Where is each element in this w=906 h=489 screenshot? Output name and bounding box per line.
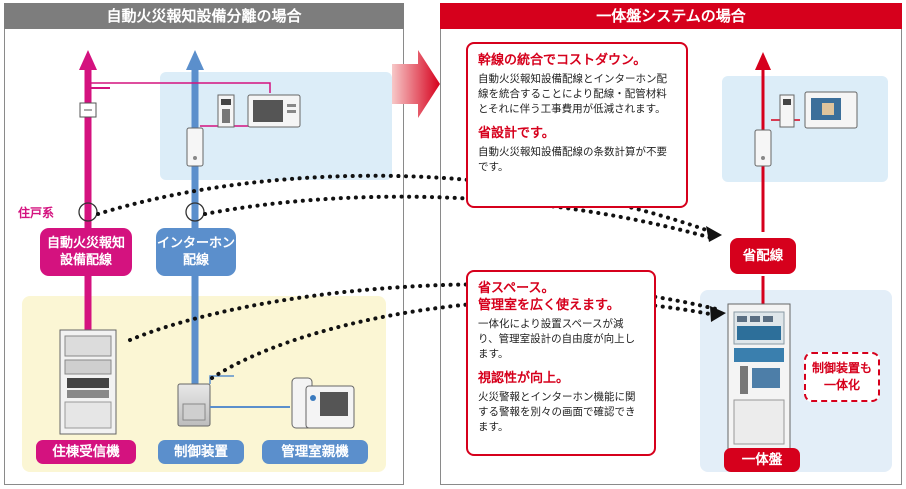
benefit-heading-space: 省スペース。 管理室を広く使えます。 — [478, 281, 620, 313]
fire-alarm-line — [79, 50, 110, 330]
integrated-panel-icon — [727, 303, 791, 451]
intercom-crossing-marker — [185, 202, 205, 222]
benefit-text-space: 一体化により設置スペースが減り、管理室設計の自由度が向上します。 — [478, 318, 636, 360]
control-unit-integrated-note: 制御装置も 一体化 — [804, 352, 880, 402]
fire-alarm-wiring-label: 自動火災報知 設備配線 — [40, 228, 132, 276]
intercom-wiring-label: インターホン 配線 — [156, 228, 236, 276]
benefit-heading-design: 省設計です。 — [478, 126, 555, 141]
control-unit-label: 制御装置 — [158, 440, 244, 464]
benefit-text-visibility: 火災警報とインターホン機能に関する警報を別々の画面で確認できます。 — [478, 391, 636, 433]
right-adaptor-icon — [754, 129, 772, 167]
right-dwelling-intercom-icon — [779, 91, 858, 129]
benefit-text-design: 自動火災報知設備配線の条数計算が不要です。 — [478, 146, 667, 173]
fire-link-wire — [88, 82, 271, 93]
integrated-panel-label: 一体盤 — [724, 448, 800, 472]
building-receiver-label: 住棟受信機 — [36, 440, 136, 464]
benefit-heading-cost: 幹線の統合でコストダウン。 — [478, 53, 647, 68]
admin-master-station-label: 管理室親機 — [262, 440, 368, 464]
transition-arrow — [392, 50, 440, 118]
reduced-wiring-label: 省配線 — [730, 238, 796, 274]
fire-crossing-marker — [78, 202, 98, 222]
control-unit-icon — [177, 383, 211, 427]
benefit-card-bottom: 省スペース。 管理室を広く使えます。 一体化により設置スペースが減り、管理室設計… — [466, 270, 656, 456]
right-panel-title: 一体盤システムの場合 — [440, 3, 902, 29]
dwelling-system-tag: 住戸系 — [18, 206, 55, 220]
dwelling-adaptor-icon — [186, 127, 204, 167]
benefit-text-cost: 自動火災報知設備配線とインターホン配線を統合することにより配線・配管材料とそれに… — [478, 73, 667, 115]
admin-master-station-icon — [291, 377, 355, 429]
left-panel-title: 自動火災報知設備分離の場合 — [4, 3, 404, 29]
intercom-line — [186, 50, 204, 384]
building-receiver-icon — [59, 329, 117, 435]
dwelling-intercom-icon — [217, 94, 301, 128]
benefit-card-top: 幹線の統合でコストダウン。 自動火災報知設備配線とインターホン配線を統合すること… — [466, 42, 688, 208]
benefit-heading-visibility: 視認性が向上。 — [478, 371, 570, 386]
